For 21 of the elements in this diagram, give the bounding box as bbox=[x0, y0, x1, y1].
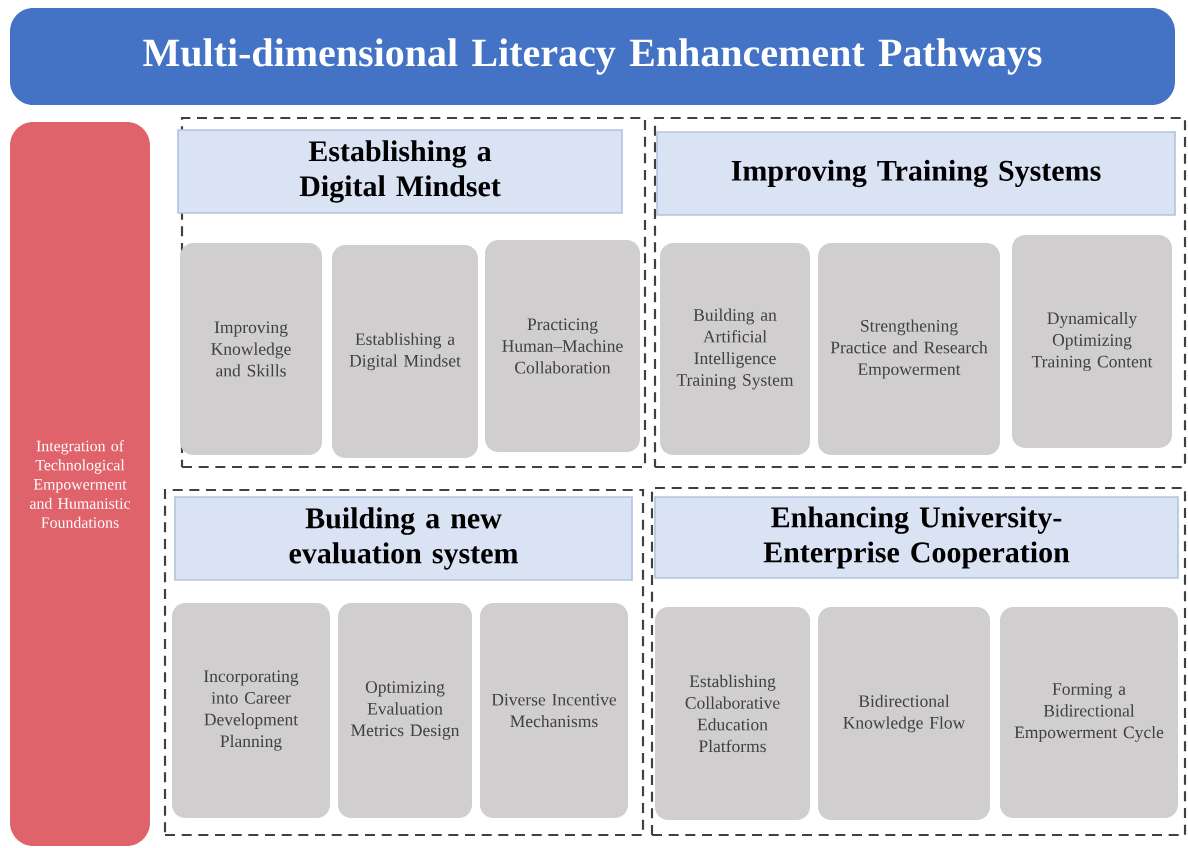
section-heading: Enhancing University-Enterprise Cooperation bbox=[654, 496, 1179, 579]
item-card: Diverse Incentive Mechanisms bbox=[480, 603, 628, 818]
item-card: Establishing Collaborative Education Platforms bbox=[655, 607, 810, 820]
item-card: Establishing a Digital Mindset bbox=[332, 245, 478, 458]
item-card: Dynamically Optimizing Training Content bbox=[1012, 235, 1172, 448]
item-card: Improving Knowledge and Skills bbox=[180, 243, 322, 455]
item-card: Forming a Bidirectional Empowerment Cycle bbox=[1000, 607, 1178, 818]
item-card: Optimizing Evaluation Metrics Design bbox=[338, 603, 472, 818]
item-card: Building an Artificial Intelligence Training System bbox=[660, 243, 810, 455]
dashed-group-frame bbox=[163, 488, 645, 837]
title-banner: Multi-dimensional Literacy Enhancement Pathways bbox=[10, 8, 1175, 105]
dashed-group-frame bbox=[653, 116, 1187, 469]
section-heading: Building a new evaluation system bbox=[174, 496, 633, 581]
item-card: Incorporating into Career Development Planning bbox=[172, 603, 330, 818]
item-card: Practicing Human–Machine Collaboration bbox=[485, 240, 640, 452]
item-card: Strengthening Practice and Research Empowerment bbox=[818, 243, 1000, 455]
dashed-group-frame bbox=[650, 486, 1187, 837]
item-card: Bidirectional Knowledge Flow bbox=[818, 607, 990, 820]
section-heading: Improving Training Systems bbox=[656, 131, 1176, 216]
side-band: Integration of Technological Empowerment and Humanistic Foundations bbox=[10, 122, 150, 846]
section-heading: Establishing a Digital Mindset bbox=[177, 129, 623, 214]
